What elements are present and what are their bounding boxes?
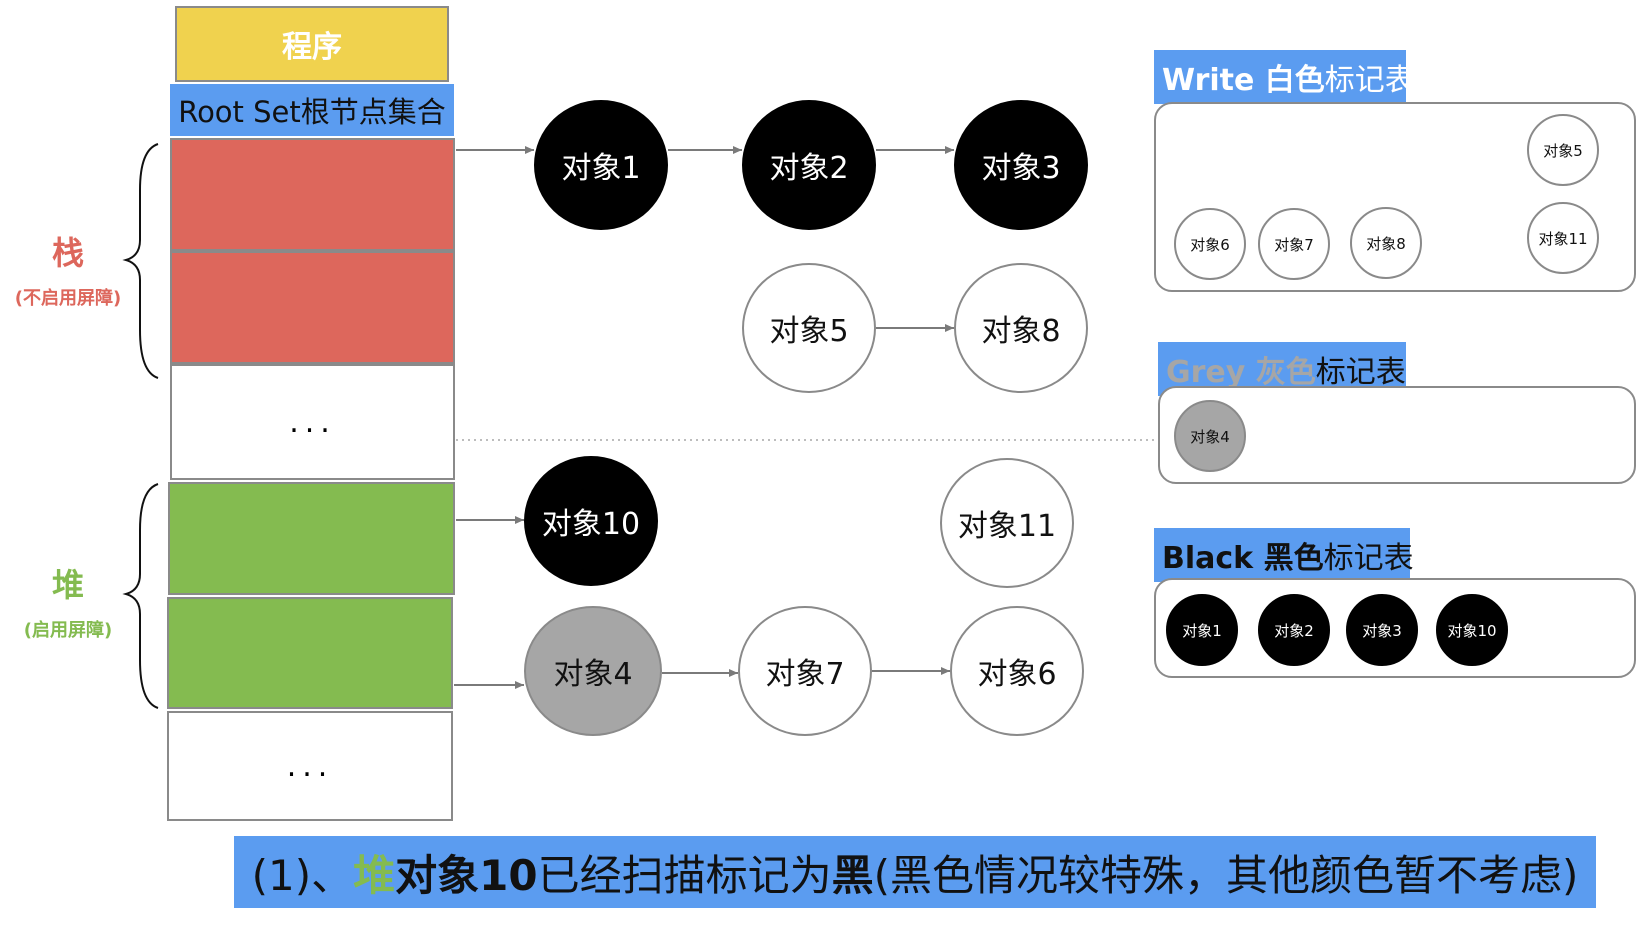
node-obj1: 对象1 [534, 100, 668, 230]
white-table-title: Write 白色标记表 [1154, 50, 1415, 104]
white-table-title-bold: Write 白色 [1162, 63, 1325, 98]
node-obj7: 对象7 [738, 606, 872, 736]
white-item-obj6: 对象6 [1174, 208, 1246, 280]
grey-table-title-rest: 标记表 [1315, 355, 1406, 390]
stack-title: 栈 [51, 234, 84, 272]
heap-ellipsis: ... [167, 711, 453, 821]
black-item-obj10: 对象10 [1436, 594, 1508, 666]
caption-suffix: (黑色情况较特殊，其他颜色暂不考虑) [873, 850, 1579, 900]
white-item-obj7: 对象7 [1258, 208, 1330, 280]
node-obj4: 对象4 [524, 606, 662, 736]
heap-label: 堆 (启用屏障) [8, 560, 128, 642]
caption-heap-word: 堆 [353, 850, 396, 900]
black-table-title: Black 黑色标记表 [1154, 528, 1414, 582]
node-obj11: 对象11 [940, 458, 1074, 588]
black-item-obj1: 对象1 [1166, 594, 1238, 666]
stack-slot-1 [170, 138, 455, 251]
grey-item-obj4: 对象4 [1174, 400, 1246, 472]
heap-slot-1 [168, 482, 455, 595]
node-obj3: 对象3 [954, 100, 1088, 230]
caption-prefix: (1)、 [251, 850, 354, 900]
white-item-obj8: 对象8 [1350, 207, 1422, 279]
caption-object: 对象10 [395, 850, 538, 900]
node-obj5: 对象5 [742, 263, 876, 393]
white-table-title-rest: 标记表 [1324, 63, 1415, 98]
caption-black-word: 黑 [831, 850, 874, 900]
stack-brace [122, 143, 159, 379]
black-table-title-bold: Black 黑色 [1162, 541, 1324, 576]
heap-brace [122, 483, 159, 709]
black-item-obj2: 对象2 [1258, 594, 1330, 666]
caption-middle: 已经扫描标记为 [537, 850, 832, 900]
grey-table-title-bold: Grey 灰色 [1166, 355, 1316, 390]
stack-label: 栈 (不启用屏障) [8, 228, 128, 310]
black-item-obj3: 对象3 [1346, 594, 1418, 666]
heap-subtitle: (启用屏障) [23, 620, 113, 641]
heap-slot-2 [167, 597, 453, 709]
stack-ellipsis: ... [170, 364, 455, 480]
node-obj2: 对象2 [742, 100, 876, 230]
white-item-obj11: 对象11 [1527, 202, 1599, 274]
node-obj8: 对象8 [954, 263, 1088, 393]
node-obj6: 对象6 [950, 606, 1084, 736]
white-item-obj5: 对象5 [1527, 114, 1599, 186]
stack-subtitle: (不启用屏障) [14, 288, 122, 309]
stack-slot-2 [170, 251, 455, 364]
black-table-title-rest: 标记表 [1323, 541, 1414, 576]
root-set-header: Root Set根节点集合 [170, 84, 454, 136]
program-block: 程序 [175, 6, 449, 82]
heap-title: 堆 [51, 566, 84, 604]
node-obj10: 对象10 [524, 456, 658, 586]
